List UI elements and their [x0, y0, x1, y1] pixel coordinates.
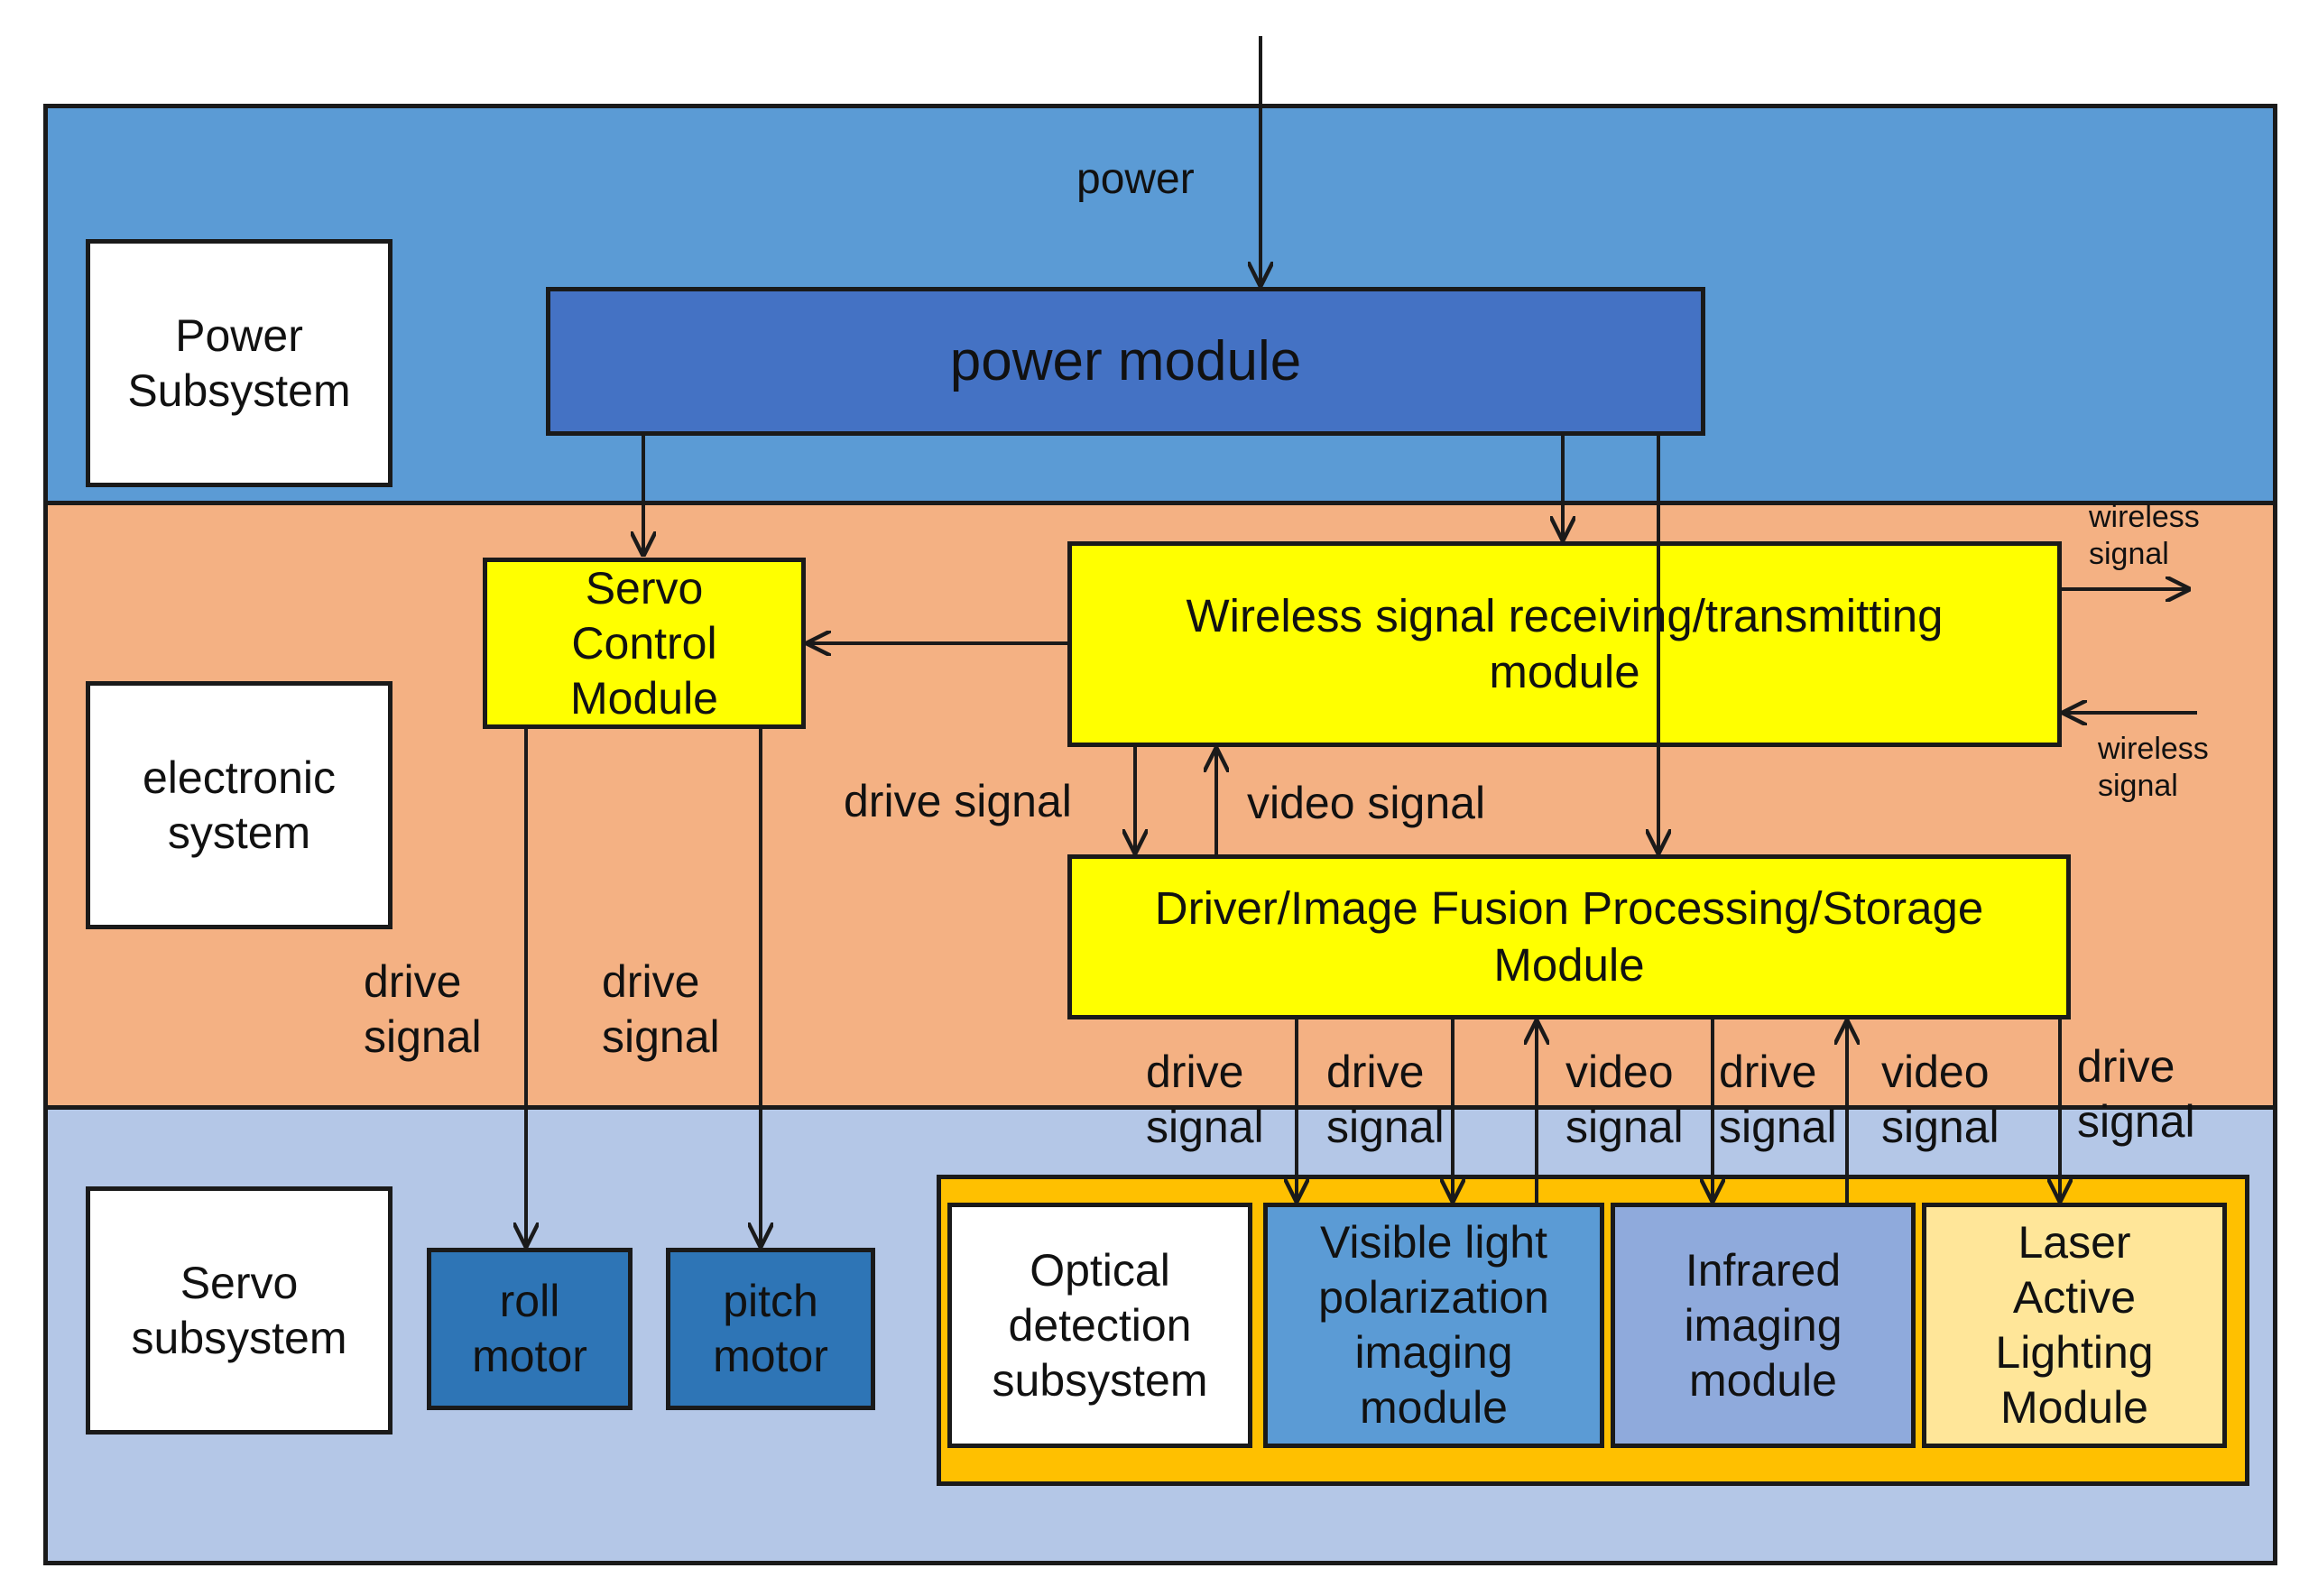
driver-fusion-storage-module: Driver/Image Fusion Processing/Storage M… — [1067, 854, 2071, 1019]
video-signal-label: video signal — [1247, 778, 1486, 828]
roll-drive-label: drive signal — [364, 956, 482, 1062]
servo-control-module: Servo Control Module — [483, 558, 806, 729]
wireless-in-label: wireless signal — [2098, 732, 2209, 804]
pitch-motor: pitch motor — [666, 1248, 875, 1410]
laser-active-lighting-module: Laser Active Lighting Module — [1922, 1203, 2227, 1448]
pitch-drive-label: drive signal — [602, 956, 720, 1062]
power-input-label: power — [1076, 155, 1195, 203]
drive-signal-label: drive signal — [844, 776, 1072, 826]
power-subsystem-label: Power Subsystem — [86, 239, 392, 487]
optical-detection-subsystem-label: Optical detection subsystem — [947, 1203, 1252, 1448]
visible-drive-label-2: drive signal — [1326, 1047, 1445, 1152]
electronic-system-label: electronic system — [86, 681, 392, 929]
wireless-module: Wireless signal receiving/transmitting m… — [1067, 541, 2062, 747]
servo-subsystem-label: Servo subsystem — [86, 1186, 392, 1435]
laser-drive-label: drive signal — [2077, 1041, 2195, 1147]
infrared-video-label: video signal — [1881, 1047, 1999, 1152]
visible-drive-label-1: drive signal — [1146, 1047, 1264, 1152]
visible-video-label: video signal — [1565, 1047, 1684, 1152]
roll-motor: roll motor — [427, 1248, 633, 1410]
infrared-imaging-module: Infrared imaging module — [1611, 1203, 1916, 1448]
infrared-drive-label: drive signal — [1719, 1047, 1837, 1152]
visible-light-polarization-module: Visible light polarization imaging modul… — [1263, 1203, 1604, 1448]
wireless-out-label: wireless signal — [2089, 500, 2200, 572]
power-module: power module — [546, 287, 1705, 436]
